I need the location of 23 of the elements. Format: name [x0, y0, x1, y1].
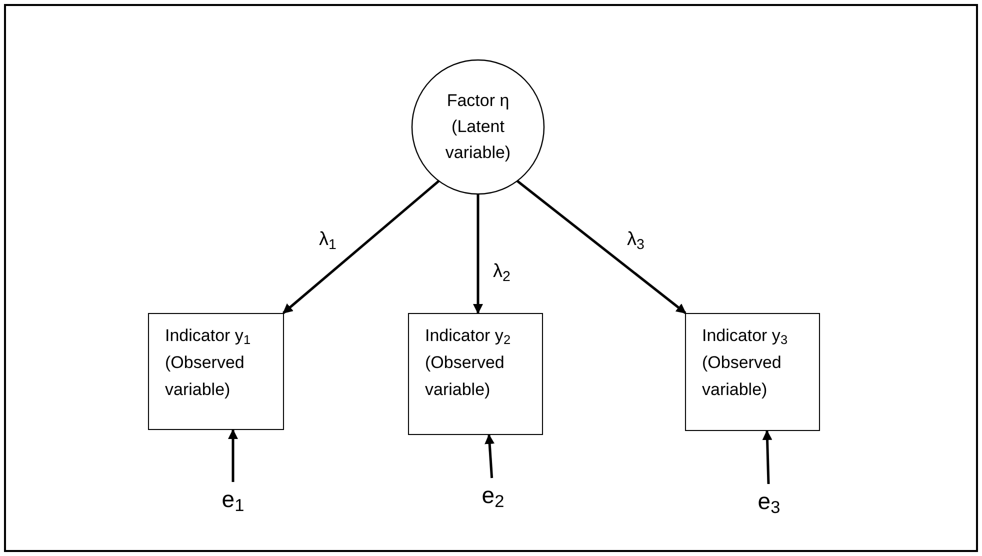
arrow — [484, 434, 495, 478]
node-text: (Observed variable) — [702, 352, 782, 401]
arrow — [762, 430, 772, 484]
indicator-box — [408, 313, 543, 435]
indicator-box — [685, 313, 820, 431]
edge-label: λ$_{2}$ — [492, 262, 512, 281]
node-text: Indicator y$_{1}$ — [165, 325, 252, 349]
node-text: Factor η — [446, 90, 510, 112]
node-text: Indicator y$_{2}$ — [425, 325, 512, 349]
edge-label: λ$_{1}$ — [318, 230, 338, 249]
edge-label: λ$_{3}$ — [626, 230, 646, 249]
error-term: e$_{1}$ — [222, 484, 244, 516]
arrow — [516, 180, 686, 314]
error-term: e$_{2}$ — [482, 480, 504, 512]
arrow — [282, 180, 440, 314]
node-text: (Observed variable) — [425, 352, 506, 401]
indicator-box — [148, 313, 284, 430]
error-term: e$_{3}$ — [758, 486, 780, 518]
node-text: (Observed variable) — [165, 352, 246, 401]
arrow — [228, 429, 238, 482]
node-text: Indicator y$_{3}$ — [702, 325, 789, 349]
arrow — [473, 194, 483, 314]
node-text: (Latent variable) — [444, 116, 512, 164]
